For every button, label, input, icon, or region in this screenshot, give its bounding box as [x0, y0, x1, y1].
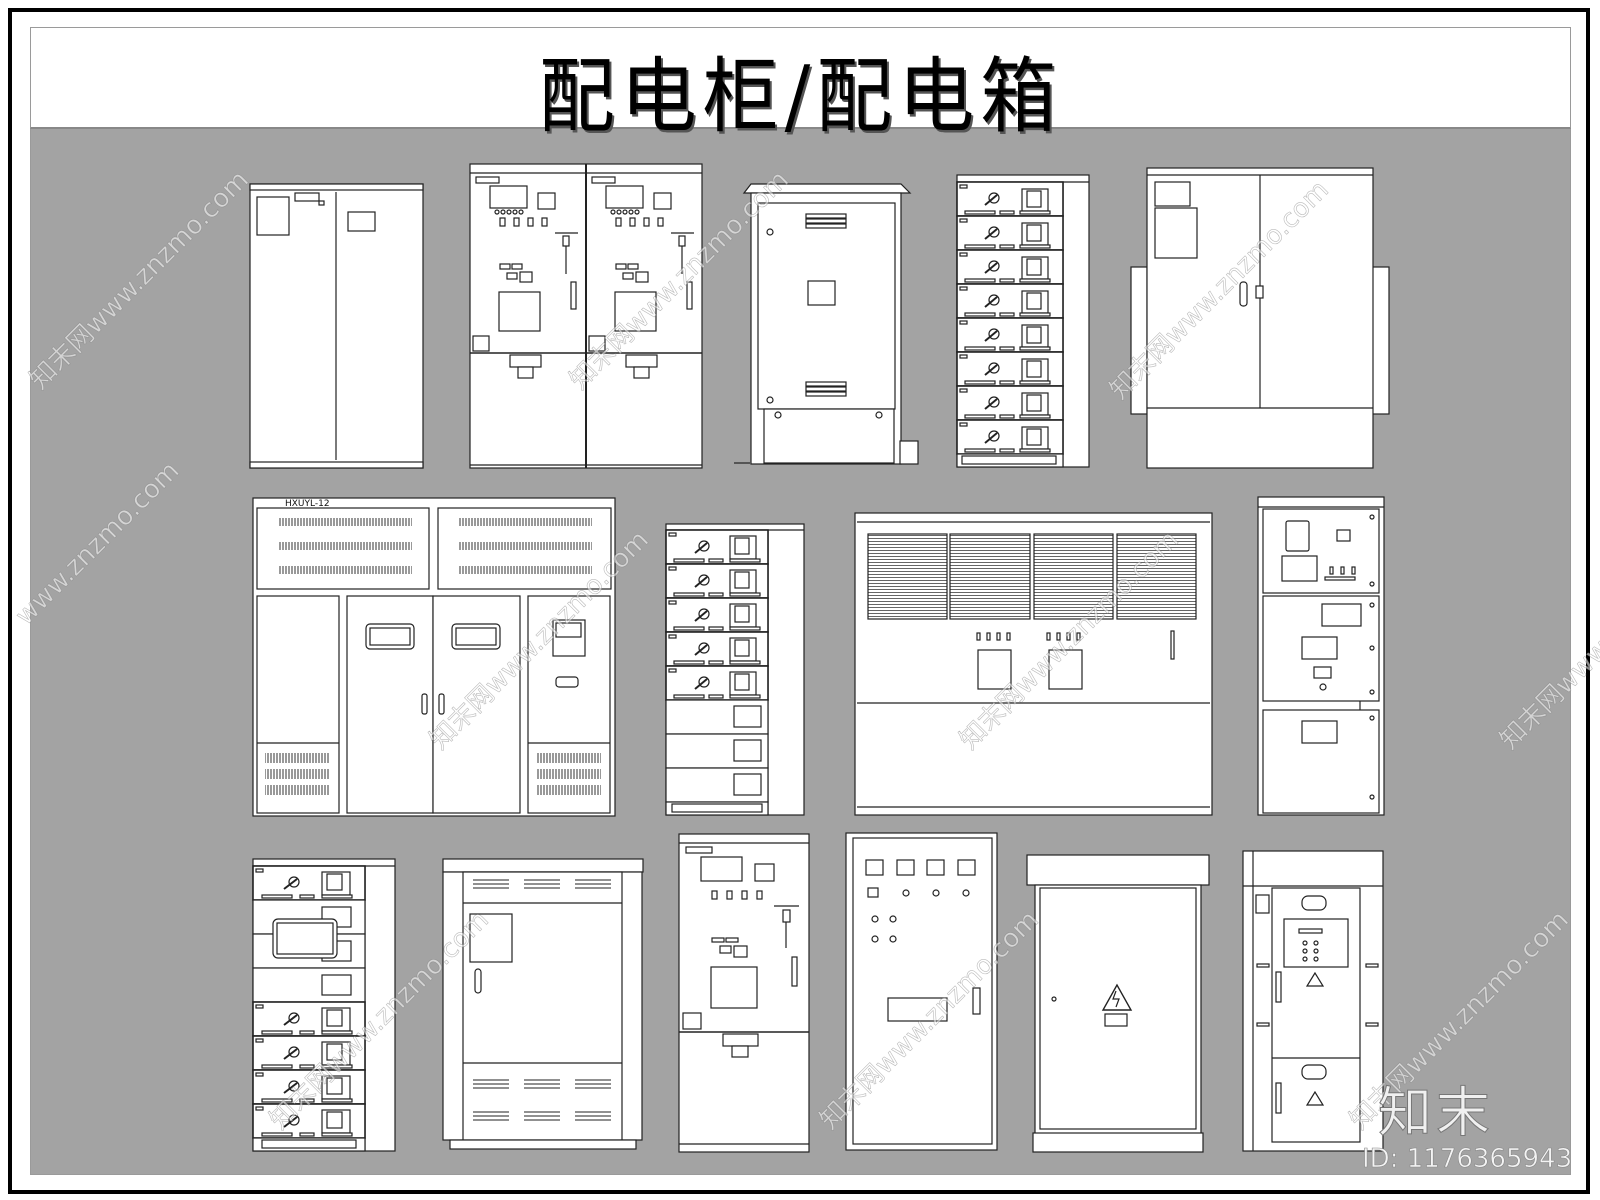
substation-model-label: HXUYL-12 — [285, 499, 330, 509]
cabinet-louvered-panel — [854, 512, 1213, 816]
cabinet-three-section — [1257, 496, 1385, 816]
cabinet-vented-outdoor — [442, 858, 644, 1150]
cabinet-outdoor-roof-box — [734, 183, 919, 465]
brand-logo: 知末 — [1378, 1081, 1494, 1145]
cabinet-ring-main-unit — [1242, 850, 1384, 1152]
cabinet-double-door — [249, 183, 424, 469]
cabinet-outdoor-double-door — [1130, 167, 1390, 469]
title-band: 配电柜/配电箱 — [30, 27, 1571, 144]
page-title: 配电柜/配电箱 — [538, 47, 1063, 145]
cabinet-meter-control — [845, 832, 998, 1151]
cabinet-drawer-8 — [956, 174, 1090, 468]
cabinet-hv-switchgear-single — [678, 833, 810, 1153]
cabinet-hv-switchgear-pair — [469, 163, 703, 469]
cabinet-box-substation: HXUYL-12 — [252, 497, 616, 817]
cabinet-warning-box — [1026, 854, 1210, 1153]
cabinet-drawer-hmi — [252, 858, 396, 1152]
asset-id-label: ID: 1176365943 — [1362, 1144, 1573, 1175]
cabinet-drawer-5 — [665, 523, 805, 816]
